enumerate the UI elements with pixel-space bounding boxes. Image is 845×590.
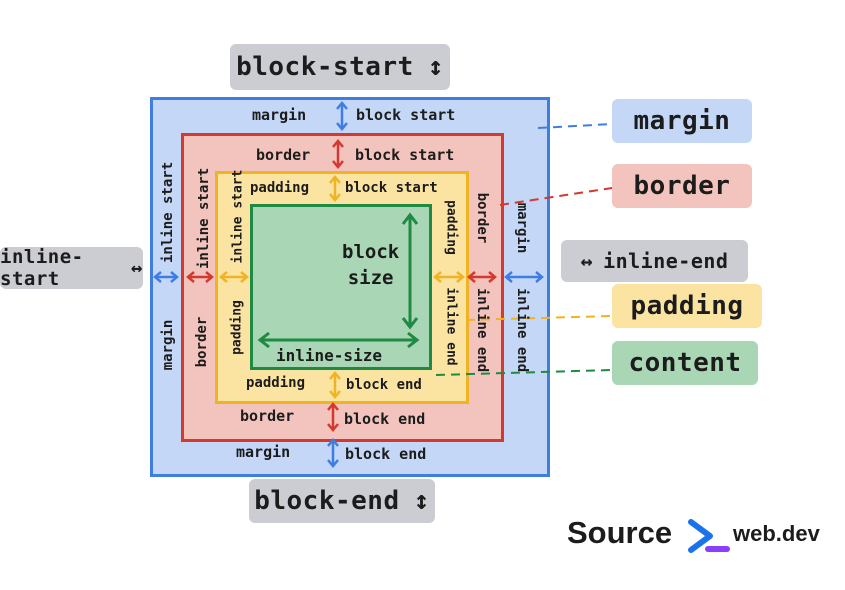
- border-top-label: border: [256, 146, 310, 164]
- border-bottom-word: border: [240, 407, 295, 425]
- inline-start-label: inline-start: [0, 246, 84, 290]
- border-top-dir-text: block start: [355, 146, 455, 164]
- margin-top-dir-text: block start: [356, 106, 456, 124]
- legend-margin: margin: [612, 99, 752, 143]
- border-left-dir-text: inline start: [196, 167, 212, 269]
- block-size-line1: block: [342, 241, 400, 263]
- margin-bottom-arrow: [327, 438, 339, 468]
- border-right-dir-text: inline end: [474, 287, 490, 373]
- source-text: Source: [567, 515, 673, 550]
- border-bottom-direction: block end: [344, 410, 425, 428]
- padding-bottom-dir-text: block end: [346, 377, 422, 393]
- border-right-word-text: border: [474, 192, 490, 244]
- block-start-label: block-start: [236, 52, 414, 82]
- border-left-word-text: border: [194, 316, 210, 368]
- margin-right-word-text: margin: [514, 202, 530, 254]
- block-end-tag: block-end ↕: [249, 479, 435, 523]
- margin-bottom-direction: block end: [345, 445, 426, 463]
- margin-right-dir: inline end: [514, 285, 530, 375]
- border-left-dir: inline start: [196, 167, 212, 269]
- source-label: Source: [567, 515, 672, 551]
- legend-padding-label: padding: [630, 291, 744, 321]
- padding-bottom-label: padding: [246, 375, 305, 391]
- source-site: web.dev: [733, 521, 820, 547]
- border-bottom-label: border: [240, 407, 294, 425]
- padding-left-dir: inline start: [231, 167, 246, 267]
- padding-top-label: padding: [250, 180, 309, 196]
- margin-right-word: margin: [514, 196, 530, 260]
- margin-top-direction: block start: [356, 106, 455, 124]
- padding-left-word: padding: [230, 293, 245, 363]
- block-size-line2: size: [347, 267, 394, 289]
- block-size-arrow: [401, 212, 419, 330]
- padding-left-dir-text: inline start: [230, 169, 246, 264]
- inline-size-text: inline-size: [276, 346, 382, 365]
- border-top-word: border: [256, 146, 311, 164]
- padding-left-arrow: [219, 271, 249, 283]
- border-left-arrow: [186, 271, 214, 283]
- padding-top-dir-text: block start: [345, 180, 438, 196]
- double-arrow-horizontal-icon: ↔: [580, 249, 594, 273]
- inline-size-arrow: [257, 331, 420, 349]
- padding-top-direction: block start: [345, 180, 438, 196]
- double-arrow-vertical-icon: ↕: [413, 486, 430, 516]
- legend-margin-label: margin: [633, 106, 731, 136]
- padding-left-word-text: padding: [229, 300, 245, 355]
- margin-bottom-label: margin: [236, 443, 290, 461]
- margin-right-arrow: [504, 271, 544, 283]
- padding-right-arrow: [433, 271, 465, 283]
- block-end-label: block-end: [254, 486, 400, 516]
- padding-bottom-word: padding: [246, 375, 306, 391]
- legend-padding: padding: [612, 284, 762, 328]
- border-top-direction: block start: [355, 146, 454, 164]
- padding-right-word-text: padding: [443, 200, 459, 255]
- legend-border: border: [612, 164, 752, 208]
- margin-bottom-word: margin: [236, 443, 291, 461]
- margin-left-word-text: margin: [160, 319, 176, 371]
- margin-left-dir: inline start: [160, 161, 176, 263]
- padding-top-word: padding: [250, 180, 310, 196]
- border-right-arrow: [467, 271, 497, 283]
- padding-right-dir-text: inline end: [443, 287, 459, 366]
- padding-right-word: padding: [444, 193, 459, 263]
- webdev-logo-icon: [688, 519, 730, 553]
- margin-left-word: margin: [160, 313, 176, 377]
- margin-right-dir-text: inline end: [514, 287, 530, 373]
- inline-end-label: inline-end: [603, 249, 729, 273]
- inline-start-tag: inline-start ↔: [0, 246, 143, 290]
- padding-bottom-arrow: [329, 371, 341, 399]
- padding-top-arrow: [329, 175, 341, 202]
- legend-content-label: content: [628, 348, 742, 378]
- border-top-arrow: [332, 139, 344, 169]
- border-left-word: border: [194, 310, 210, 374]
- block-start-tag: block-start ↕: [230, 44, 450, 90]
- content-box: [250, 204, 432, 370]
- margin-bottom-dir-text: block end: [345, 445, 427, 463]
- margin-top-label: margin: [252, 106, 306, 124]
- border-right-dir: inline end: [474, 285, 490, 375]
- legend-border-label: border: [633, 171, 731, 201]
- double-arrow-vertical-icon: ↕: [427, 52, 444, 82]
- margin-left-dir-text: inline start: [160, 161, 176, 263]
- inline-end-tag: ↔ inline-end: [561, 240, 748, 282]
- double-arrow-horizontal-icon: ↔: [131, 257, 143, 279]
- padding-bottom-direction: block end: [346, 377, 422, 393]
- block-size-label: block size: [342, 239, 399, 291]
- border-bottom-arrow: [327, 402, 339, 432]
- margin-left-arrow: [153, 271, 179, 283]
- legend-content: content: [612, 341, 758, 385]
- inline-size-label: inline-size: [276, 346, 382, 365]
- source-site-text: web.dev: [733, 521, 820, 546]
- border-right-word: border: [474, 186, 490, 250]
- border-bottom-dir-text: block end: [344, 410, 426, 428]
- padding-right-dir: inline end: [444, 282, 459, 372]
- margin-top-word: margin: [252, 106, 307, 124]
- margin-top-arrow: [336, 101, 348, 131]
